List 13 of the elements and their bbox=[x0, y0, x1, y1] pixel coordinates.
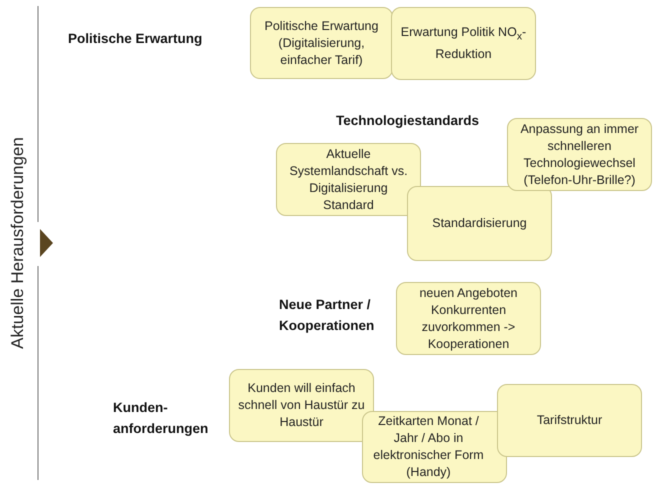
note-box: Zeitkarten Monat / Jahr / Abo in elektronischer Form (Handy) bbox=[362, 411, 507, 483]
axis-title: Aktuelle Herausforderungen bbox=[8, 137, 28, 349]
note-box: Anpassung an immer schnelleren Technologiewechsel (Telefon-Uhr-Brille?) bbox=[507, 118, 652, 191]
category-heading: Politische Erwartung bbox=[68, 30, 204, 48]
note-box: Kunden will einfach schnell von Haustür zu Haustür bbox=[229, 369, 374, 442]
note-box: Erwartung Politik NO$_{x}$-Reduktion bbox=[391, 7, 536, 80]
note-box: neuen Angeboten Konkurrenten zuvorkommen -> Kooperationen bbox=[396, 282, 541, 355]
note-box: Standardisierung bbox=[407, 186, 552, 261]
note-box: Aktuelle Systemlandschaft vs. Digitalisierung Standard bbox=[276, 143, 421, 216]
note-box: Tarifstruktur bbox=[497, 384, 642, 457]
category-heading: Kunden- anforderungen bbox=[113, 399, 210, 438]
note-box: Politische Erwartung (Digitalisierung, einfacher Tarif) bbox=[250, 7, 393, 79]
category-heading: Neue Partner / Kooperationen bbox=[279, 296, 376, 335]
